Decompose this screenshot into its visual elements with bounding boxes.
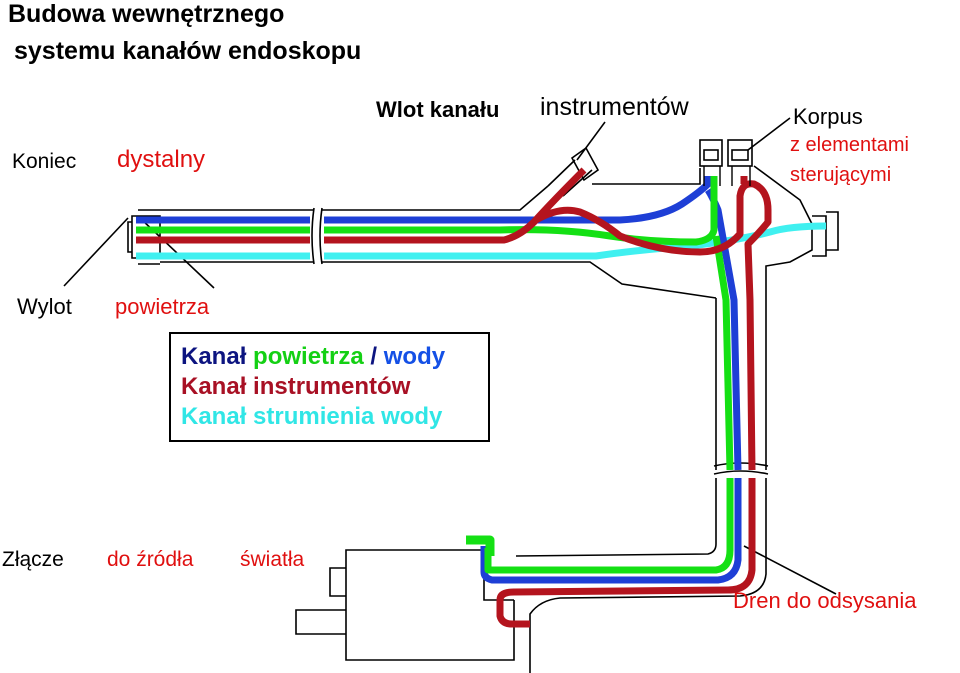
legend-row-water-jet: Kanał strumienia wody [181,403,443,430]
diagram-title-line1: Budowa wewnętrznego [8,0,285,28]
legend-wody: wody [383,343,446,370]
label-korpus: Korpus [793,104,863,129]
legend-powietrza: powietrza [253,343,364,370]
label-powietrza: powietrza [115,294,210,319]
diagram-title-line2: systemu kanałów endoskopu [14,37,362,65]
label-dren: Dren do odsysania [733,588,917,613]
pointer-instrument [576,121,606,161]
pointer-dren [743,545,837,595]
endoscope-outline [63,117,839,673]
channel-legend: Kanał powietrza / wody Kanał instrumentó… [169,332,490,442]
label-koniec: Koniec [12,150,77,173]
legend-kanal-word: Kanał [181,343,247,370]
label-instrumentow: instrumentów [540,93,689,121]
pointer-korpus [747,117,791,151]
label-dystalny: dystalny [117,146,206,173]
legend-row-instrument: Kanał instrumentów [181,373,411,400]
red-instrument-channel [136,167,772,628]
label-zlacze: Złącze [2,548,64,571]
legend-row-air-water: Kanał powietrza / wody [181,342,488,372]
pointer-koniec [63,217,129,287]
label-swiatla: światła [240,548,305,571]
label-do-zrodla: do źródła [107,548,194,571]
label-wlot-kanalu: Wlot kanału [376,97,500,122]
label-z-elementami: z elementami [790,134,909,156]
valve-stems [703,166,751,186]
label-sterujacymi: sterującymi [790,164,892,186]
green-connector-stub [466,535,495,556]
blue-air-channel [136,176,742,584]
legend-slash: / [370,343,378,370]
label-wylot: Wylot [17,294,72,319]
